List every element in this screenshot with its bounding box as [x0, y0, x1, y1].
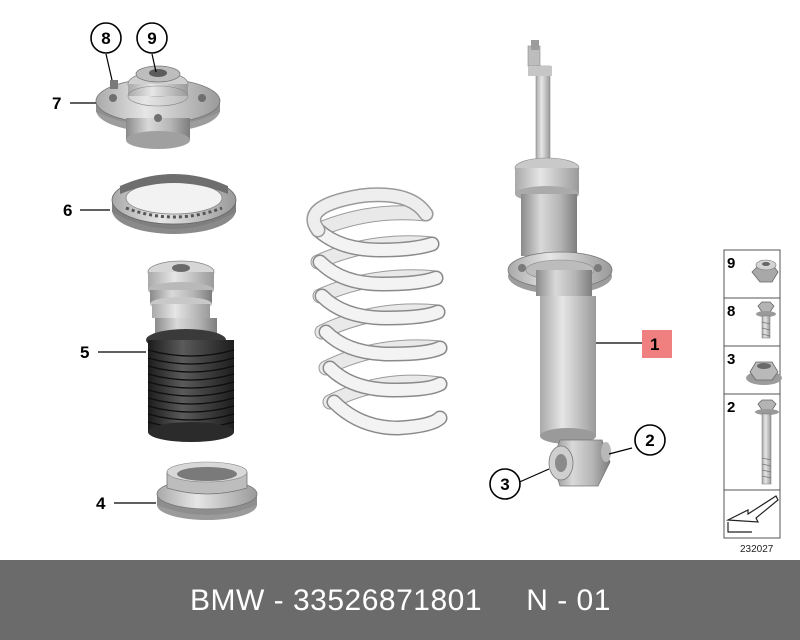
legend-num-9: 9 — [727, 255, 735, 272]
callouts: 7 6 5 4 8 9 1 2 3 — [52, 22, 672, 513]
callout-3-circle — [489, 468, 521, 500]
spring-pad-part-6 — [111, 174, 237, 234]
long-bolt-icon — [755, 399, 779, 485]
separator: - — [264, 584, 293, 617]
diagram-code: 232027 — [740, 544, 774, 555]
note-label: N - 01 — [526, 584, 611, 617]
part-number: 33526871801 — [293, 584, 483, 617]
arrow-icon — [725, 495, 779, 533]
flange-nut-icon — [746, 361, 782, 385]
boot-ribs — [147, 349, 235, 429]
callout-3: 3 — [500, 475, 509, 494]
callout-4: 4 — [96, 494, 106, 513]
callout-9: 9 — [147, 29, 156, 48]
fastener-legend: 9 8 3 2 232027 — [723, 249, 782, 555]
leader-lines — [70, 53, 644, 504]
lower-spring-seat-part-4 — [156, 461, 258, 520]
callout-9-circle — [136, 22, 168, 54]
callout-1-highlight — [642, 330, 672, 358]
callout-7: 7 — [52, 94, 61, 113]
shock-absorber-part-1 — [507, 40, 613, 487]
flange-bolt-icon — [756, 301, 776, 339]
coil-spring — [306, 187, 448, 436]
nut-icon — [751, 259, 779, 283]
callout-8-circle — [90, 22, 122, 54]
strut-mount-part-7 — [95, 65, 221, 149]
legend-num-3: 3 — [727, 351, 735, 368]
callout-5: 5 — [80, 343, 89, 362]
gap — [482, 584, 526, 617]
brand-label: BMW — [190, 584, 265, 617]
footer-text: BMW - 33526871801 N - 01 — [190, 584, 611, 618]
callout-8: 8 — [101, 29, 110, 48]
legend-num-2: 2 — [727, 399, 735, 416]
bump-stop-boot-part-5 — [146, 260, 235, 442]
footer-bar: BMW - 33526871801 N - 01 — [0, 560, 800, 640]
callout-2: 2 — [645, 431, 654, 450]
callout-1: 1 — [650, 335, 659, 354]
callout-2-circle — [634, 424, 666, 456]
parts-diagram: 7 6 5 4 8 9 1 2 3 9 8 3 2 — [52, 22, 782, 555]
legend-num-8: 8 — [727, 303, 735, 320]
callout-6: 6 — [63, 201, 72, 220]
